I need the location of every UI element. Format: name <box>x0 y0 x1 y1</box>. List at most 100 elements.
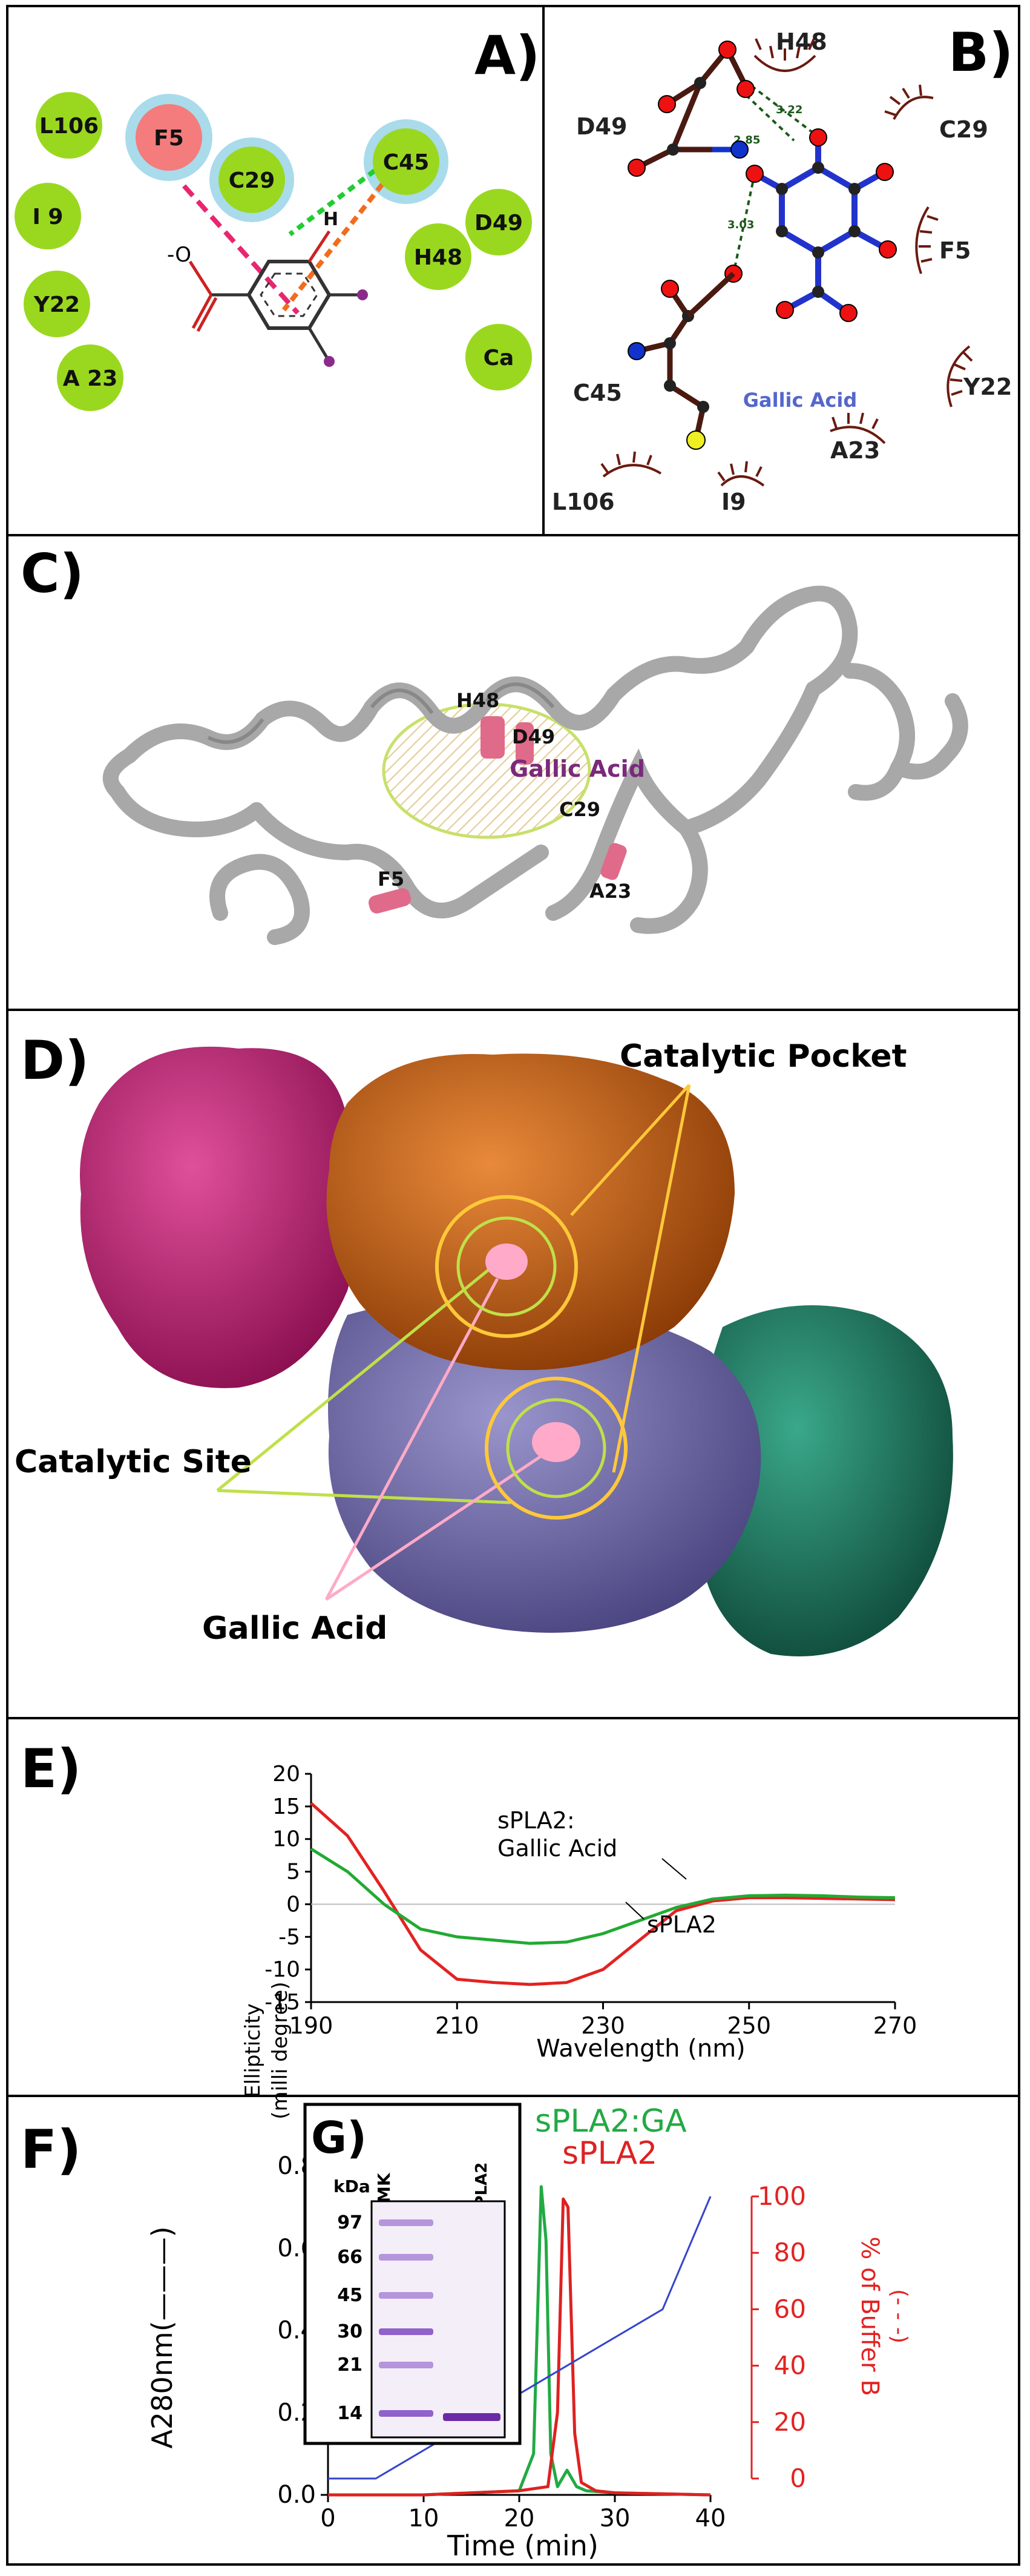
gel-marker-band <box>379 2410 433 2417</box>
f-xtick-label: 40 <box>695 2505 726 2532</box>
gel-band-spla2 <box>443 2413 500 2421</box>
distance-1: 3.22 <box>776 104 802 116</box>
svg-text:H48: H48 <box>414 245 462 270</box>
e-xtick-label: 250 <box>727 2012 771 2039</box>
gel-marker-label: 14 <box>337 2403 362 2424</box>
e-ytick-label: -10 <box>264 1957 300 1982</box>
gel-marker-label: 45 <box>337 2285 362 2306</box>
f-ytick-right-label: 20 <box>774 2407 806 2437</box>
hydrophobic-arcs <box>600 38 973 487</box>
svg-text:Y22: Y22 <box>33 292 80 317</box>
residue-c29: C29 <box>218 147 285 213</box>
divider-d-e <box>6 1717 1020 1719</box>
panel-c: C) H48 D49 Gallic Acid C29 F5 A23 <box>21 542 968 945</box>
e-ytick-label: 20 <box>272 1762 300 1787</box>
surface-subunit-orange <box>326 1053 735 1371</box>
svg-text:L106: L106 <box>39 114 99 139</box>
highlighted-residues <box>369 716 627 914</box>
residue-ca: Ca <box>465 324 532 390</box>
c-label-d49: D49 <box>512 725 555 748</box>
residue-l106: L106 <box>36 92 102 159</box>
g-unit: kDa <box>333 2176 370 2196</box>
f-xlabel: Time (min) <box>447 2529 599 2562</box>
f-ytick-left-label: 0.0 <box>277 2481 316 2509</box>
gallic-acid-upper <box>485 1244 528 1280</box>
residue-y22: Y22 <box>24 271 90 337</box>
gel-marker-label: 97 <box>337 2212 362 2233</box>
c-label-f5: F5 <box>378 868 404 891</box>
e-xtick-label: 210 <box>435 2012 479 2039</box>
e-series-label-gallic-1: sPLA2: <box>497 1807 575 1834</box>
f-xtick-label: 30 <box>600 2505 631 2532</box>
hydrophobic-c45 <box>281 182 385 312</box>
b-label-h48: H48 <box>776 28 827 55</box>
surface-subunit-magenta <box>80 1046 359 1388</box>
hbond-c45 <box>288 168 376 237</box>
catalytic-pocket-lower <box>485 1377 628 1520</box>
c-label-c29: C29 <box>559 798 600 821</box>
panel-g-label: G) <box>311 2112 367 2163</box>
gel-marker-band <box>379 2362 433 2368</box>
b-hbonds <box>732 85 816 274</box>
b-label-f5: F5 <box>939 237 971 264</box>
b-atoms <box>628 41 897 450</box>
e-leader-gallic <box>661 1858 687 1880</box>
f-ytick-right-label: 0 <box>790 2463 806 2493</box>
divider-c-d <box>6 1009 1020 1011</box>
f-series-label-ga: sPLA2:GA <box>535 2103 687 2140</box>
svg-text:A 23: A 23 <box>63 366 118 391</box>
f-series-spla2 <box>328 2197 711 2497</box>
panel-a: A) -O H L106 F5 C29 C45 I 9 <box>15 24 540 411</box>
f-ytick-right-label: 40 <box>774 2351 806 2380</box>
surface-subunit-purple <box>328 1299 761 1633</box>
residue-d49: D49 <box>465 189 532 255</box>
d-label-catalytic-site: Catalytic Site <box>15 1444 252 1480</box>
e-series-label-gallic-2: Gallic Acid <box>497 1835 617 1862</box>
catalytic-pocket-upper <box>435 1195 578 1338</box>
gel-frame <box>370 2200 506 2439</box>
residue-a23: A 23 <box>57 344 123 411</box>
gallic-acid-2d <box>188 230 368 367</box>
panel-b-label: B) <box>948 21 1013 84</box>
panel-d-label: D) <box>21 1029 89 1092</box>
residue-h48: H48 <box>405 223 471 290</box>
e-ytick-label: -15 <box>264 1990 300 2015</box>
divider-a-b <box>542 6 545 535</box>
e-xtick-label: 190 <box>289 2012 333 2039</box>
e-ytick-label: 0 <box>286 1892 300 1917</box>
f-xtick-label: 0 <box>320 2505 335 2532</box>
e-ytick-label: -5 <box>278 1925 300 1949</box>
pi-interaction-f5 <box>182 184 300 315</box>
gel-marker-label: 21 <box>337 2354 362 2376</box>
b-label-c45: C45 <box>573 380 622 406</box>
b-label-c29: C29 <box>939 116 988 143</box>
f-xtick-label: 10 <box>408 2505 439 2532</box>
gel-marker-band <box>379 2219 433 2226</box>
d-label-gallic-acid: Gallic Acid <box>202 1610 387 1647</box>
f-ylabel-right-sub: (- - -) <box>887 2289 911 2344</box>
f-xtick-label: 20 <box>504 2505 535 2532</box>
g-lane-mk: MK <box>374 2172 394 2203</box>
b-ligand-label: Gallic Acid <box>743 389 857 412</box>
svg-text:C29: C29 <box>229 168 275 193</box>
gel-marker-label: 30 <box>337 2321 362 2342</box>
b-label-y22: Y22 <box>963 374 1012 400</box>
divider-e-f <box>6 2095 1020 2097</box>
e-leader-spla2 <box>625 1902 645 1920</box>
catalytic-site-lower <box>506 1398 606 1498</box>
b-label-i9: I9 <box>721 489 746 515</box>
hydrogen-label: H <box>323 209 338 230</box>
figure-frame <box>6 5 1020 2566</box>
divider-ab-c <box>6 534 1020 536</box>
c-label-a23: A23 <box>589 880 631 903</box>
panel-b: B) H48 C29 D49 F5 C45 Y22 A23 L106 I9 <box>552 21 1013 515</box>
svg-text:Ca: Ca <box>484 346 514 371</box>
e-ytick-label: 5 <box>286 1860 300 1885</box>
e-ylabel-line2: (milli degree) <box>268 1981 292 2119</box>
e-xtick-label: 230 <box>581 2012 625 2039</box>
f-ylabel-right: % of Buffer B <box>856 2236 884 2396</box>
e-series-label-spla2: sPLA2 <box>647 1911 717 1938</box>
